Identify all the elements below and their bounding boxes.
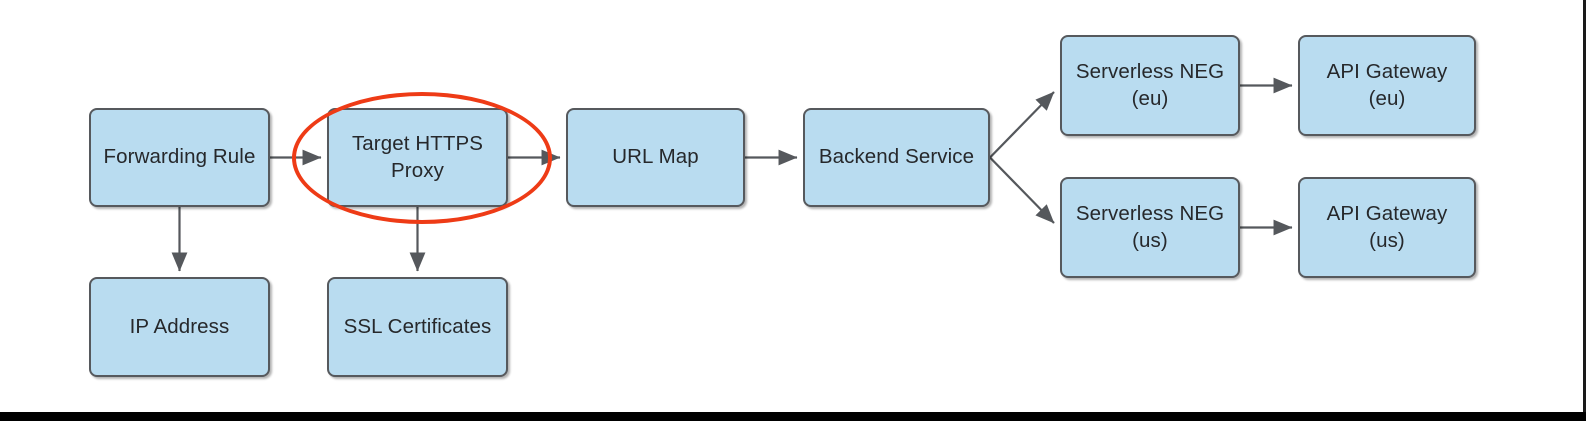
node-target-https-proxy[interactable]: Target HTTPS Proxy [327, 108, 508, 207]
node-label-forwarding-rule: Forwarding Rule [103, 145, 256, 169]
node-api-gateway-us[interactable]: API Gateway (us) [1298, 177, 1476, 278]
node-api-gateway-eu[interactable]: API Gateway (eu) [1298, 35, 1476, 136]
node-serverless-neg-us[interactable]: Serverless NEG (us) [1060, 177, 1240, 278]
node-label-backend-service: Backend Service [818, 145, 975, 169]
node-label-serverless-neg-us: Serverless NEG (us) [1075, 202, 1225, 252]
right-edge-border [1583, 0, 1586, 412]
node-label-ssl-certificates: SSL Certificates [343, 314, 492, 338]
node-forwarding-rule[interactable]: Forwarding Rule [89, 108, 270, 207]
node-label-serverless-neg-eu: Serverless NEG (eu) [1075, 60, 1225, 110]
connector-backend-service-to-serverless-neg-eu [989, 91, 1055, 159]
node-label-target-https-proxy: Target HTTPS Proxy [351, 132, 484, 182]
node-serverless-neg-eu[interactable]: Serverless NEG (eu) [1060, 35, 1240, 136]
bottom-bar [0, 412, 1586, 421]
node-ip-address[interactable]: IP Address [89, 277, 270, 377]
node-label-ip-address: IP Address [129, 314, 230, 338]
connector-backend-service-to-serverless-neg-us [989, 156, 1055, 224]
node-backend-service[interactable]: Backend Service [803, 108, 990, 207]
node-label-api-gateway-eu: API Gateway (eu) [1326, 60, 1448, 110]
node-ssl-certificates[interactable]: SSL Certificates [327, 277, 508, 377]
node-label-url-map: URL Map [612, 145, 699, 169]
node-url-map[interactable]: URL Map [566, 108, 745, 207]
node-label-api-gateway-us: API Gateway (us) [1326, 202, 1448, 252]
